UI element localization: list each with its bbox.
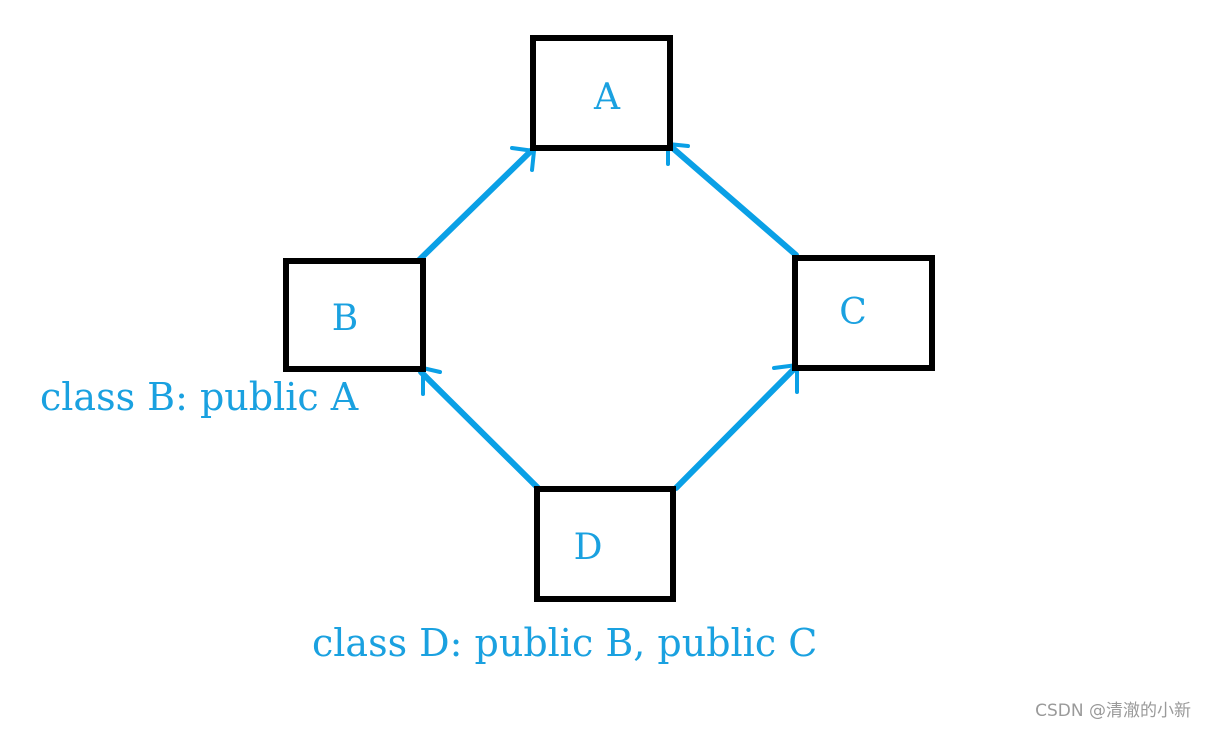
node-b-label: B [332, 298, 358, 339]
edge-c-to-a [665, 141, 799, 258]
edge-b-to-a [410, 146, 537, 269]
edge-d-to-c [673, 362, 799, 491]
watermark: CSDN @清澈的小新 [1035, 701, 1191, 721]
node-a-box [530, 35, 673, 151]
node-c: C [792, 255, 935, 371]
node-a: A [530, 35, 673, 151]
node-d-box [534, 486, 676, 602]
annotation-class-d: class D: public B, public C [312, 621, 818, 665]
node-d-label: D [574, 527, 603, 568]
node-a-label: A [593, 77, 621, 118]
node-b: B [283, 258, 426, 372]
node-b-box [283, 258, 426, 372]
edge-d-to-b [409, 365, 541, 491]
annotation-class-b: class B: public A [40, 375, 359, 419]
node-d: D [534, 486, 676, 602]
node-c-label: C [839, 292, 867, 333]
node-c-box [792, 255, 935, 371]
